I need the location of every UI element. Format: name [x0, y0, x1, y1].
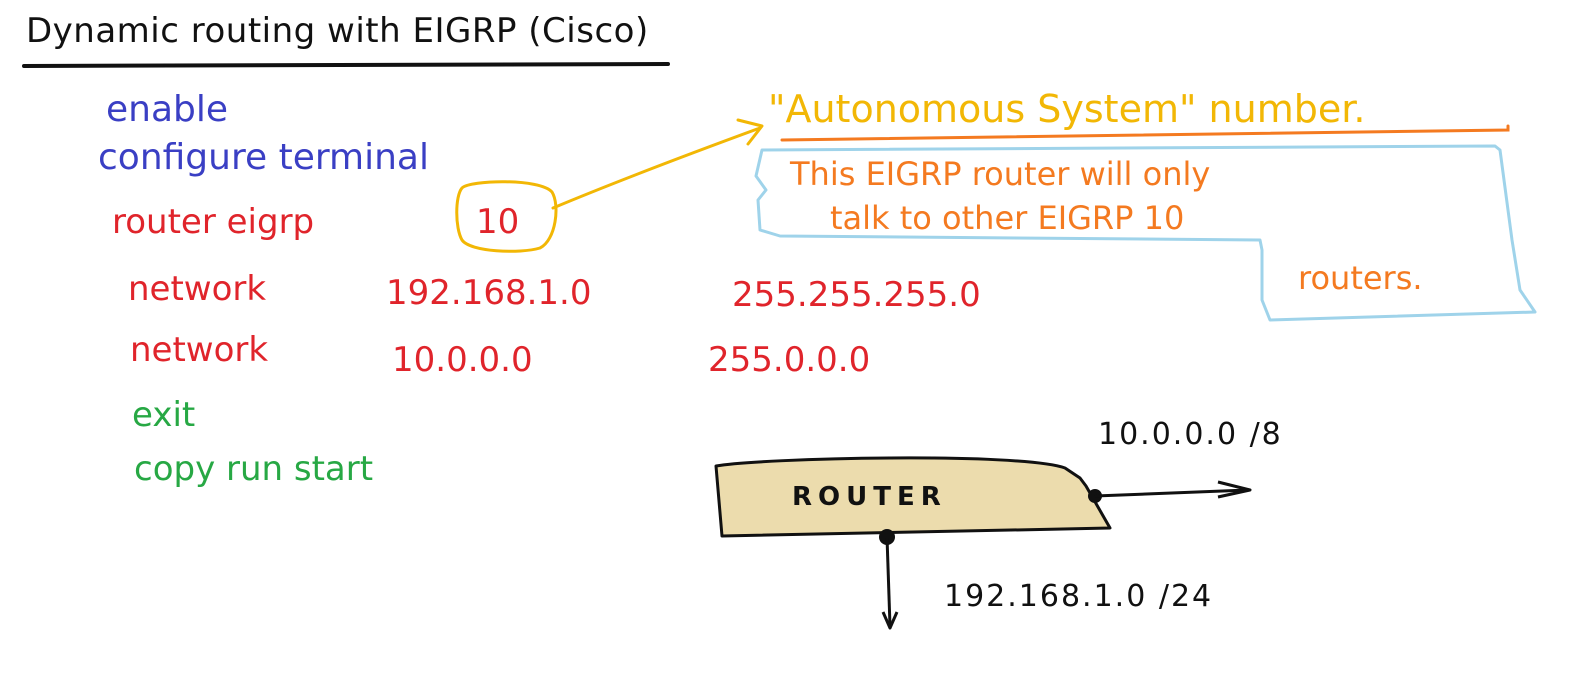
- annotation-heading: "Autonomous System" number.: [768, 87, 1366, 131]
- as-number-highlight-circle: [455, 180, 558, 253]
- right-link-line: [1094, 488, 1249, 498]
- command-network-2-keyword: network: [130, 330, 269, 370]
- bottom-link-arrowhead: [881, 611, 899, 630]
- network-1-mask: 255.255.255.0: [732, 275, 981, 315]
- command-copy-run-start: copy run start: [134, 449, 374, 489]
- command-router-eigrp: router eigrp: [112, 202, 315, 242]
- callout-outline: [754, 144, 1537, 322]
- annotation-line-2: talk to other EIGRP 10: [830, 199, 1185, 237]
- right-link-arrowhead: [1217, 480, 1252, 499]
- title-underline: [22, 62, 670, 68]
- command-configure-terminal: configure terminal: [98, 137, 429, 178]
- command-enable: enable: [106, 89, 229, 130]
- bottom-link-line: [885, 536, 892, 627]
- command-network-1-keyword: network: [128, 269, 267, 309]
- page-title: Dynamic routing with EIGRP (Cisco): [26, 11, 649, 51]
- as-arrow-head: [736, 118, 764, 146]
- annotation-line-3: routers.: [1298, 259, 1423, 297]
- as-number: 10: [476, 202, 520, 242]
- command-exit: exit: [132, 395, 196, 435]
- annotation-line-1: This EIGRP router will only: [790, 155, 1211, 193]
- bottom-network-label: 192.168.1.0 /24: [944, 579, 1214, 614]
- router-label: ROUTER: [792, 482, 947, 512]
- network-1-address: 192.168.1.0: [386, 273, 592, 313]
- network-2-address: 10.0.0.0: [392, 340, 533, 380]
- annotation-underline: [780, 124, 1510, 142]
- network-2-mask: 255.0.0.0: [708, 340, 871, 380]
- as-arrow-line: [551, 126, 762, 210]
- router-box: [714, 456, 1112, 538]
- right-network-label: 10.0.0.0 /8: [1098, 417, 1283, 452]
